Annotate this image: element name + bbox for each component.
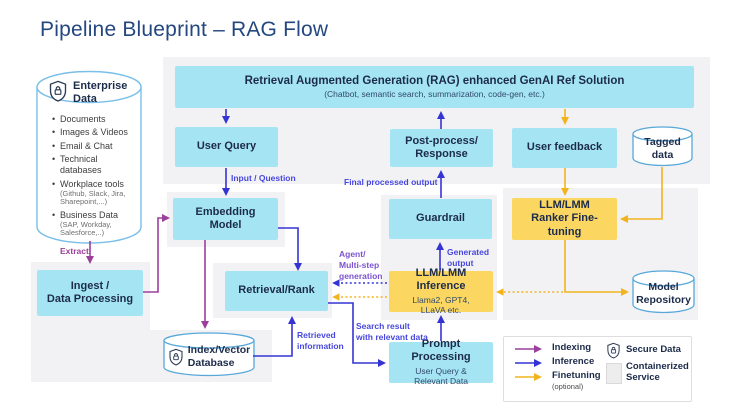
index-vector-db-label: Index/Vector Database (187, 344, 251, 369)
enterprise-data-list: Documents Images & Videos Email & Chat T… (52, 114, 136, 240)
llm-inference-node: LLM/LMM Inference Llama2, GPT4, LLaVA et… (389, 267, 493, 315)
list-item: Workplace tools(Github, Slack, Jira, Sha… (52, 179, 136, 207)
guardrail-node: Guardrail (389, 199, 492, 239)
edge-label-retrieved-information: Retrieved information (297, 330, 344, 352)
tagged-data-cylinder: Tagged data (632, 126, 693, 167)
edge-label-agent-multistep: Agent/ Multi-step generation (339, 249, 383, 282)
legend: Indexing Inference Finetuning (optional)… (503, 336, 692, 402)
cylinder-shape (632, 126, 693, 167)
legend-inference-label: Inference (552, 356, 595, 367)
edge-label-extract: Extract (60, 246, 89, 256)
tagged-data-label: Tagged data (644, 136, 681, 161)
edge-label-input-question: Input / Question (231, 173, 296, 183)
shield-lock-icon (49, 80, 67, 102)
prompt-processing-node: Prompt Processing User Query & Relevant … (389, 338, 493, 386)
rag-solution-node: Retrieval Augmented Generation (RAG) enh… (175, 66, 694, 108)
finetuning-arrow-icon (515, 373, 542, 381)
ingest-node: Ingest / Data Processing (37, 270, 143, 316)
cylinder-shape (163, 332, 255, 377)
list-item: Documents (52, 114, 136, 125)
containerized-service-icon (606, 363, 622, 384)
user-query-node: User Query (175, 127, 278, 167)
legend-secure-data-label: Secure Data (626, 344, 681, 355)
retrieval-rank-node: Retrieval/Rank (225, 271, 328, 311)
edge-label-search-result: Search result with relevant data (356, 321, 428, 343)
enterprise-data-header: Enterprise Data (48, 80, 127, 105)
index-vector-db-cylinder: Index/Vector Database (163, 332, 255, 377)
embedding-model-node: Embedding Model (173, 198, 278, 240)
shield-lock-icon (607, 342, 620, 359)
legend-finetuning-note: (optional) (552, 382, 584, 391)
page-title: Pipeline Blueprint – RAG Flow (40, 18, 329, 41)
edge-label-generated-output: Generated output (447, 247, 490, 269)
shield-lock-icon (169, 348, 183, 366)
legend-finetuning-label: Finetuning (552, 370, 601, 381)
inference-arrow-icon (515, 359, 542, 367)
list-item: Business Data(SAP, Workday, Salesforce,.… (52, 210, 136, 238)
list-item: Technical databases (52, 154, 136, 176)
cylinder-shape (632, 270, 695, 314)
user-feedback-node: User feedback (512, 128, 617, 168)
post-process-node: Post-process/ Response (390, 129, 493, 167)
enterprise-data-title: Enterprise Data (73, 80, 128, 105)
model-repository-label: Model Repository (636, 281, 691, 306)
edge-label-final-output: Final processed output (344, 177, 438, 187)
ranker-finetuning-node: LLM/LMM Ranker Fine-tuning (512, 198, 617, 240)
model-repository-cylinder: Model Repository (632, 270, 695, 314)
legend-indexing-label: Indexing (552, 342, 592, 353)
legend-containerized-label: Containerized Service (626, 361, 689, 383)
list-item: Email & Chat (52, 141, 136, 152)
list-item: Images & Videos (52, 127, 136, 138)
indexing-arrow-icon (515, 345, 542, 353)
